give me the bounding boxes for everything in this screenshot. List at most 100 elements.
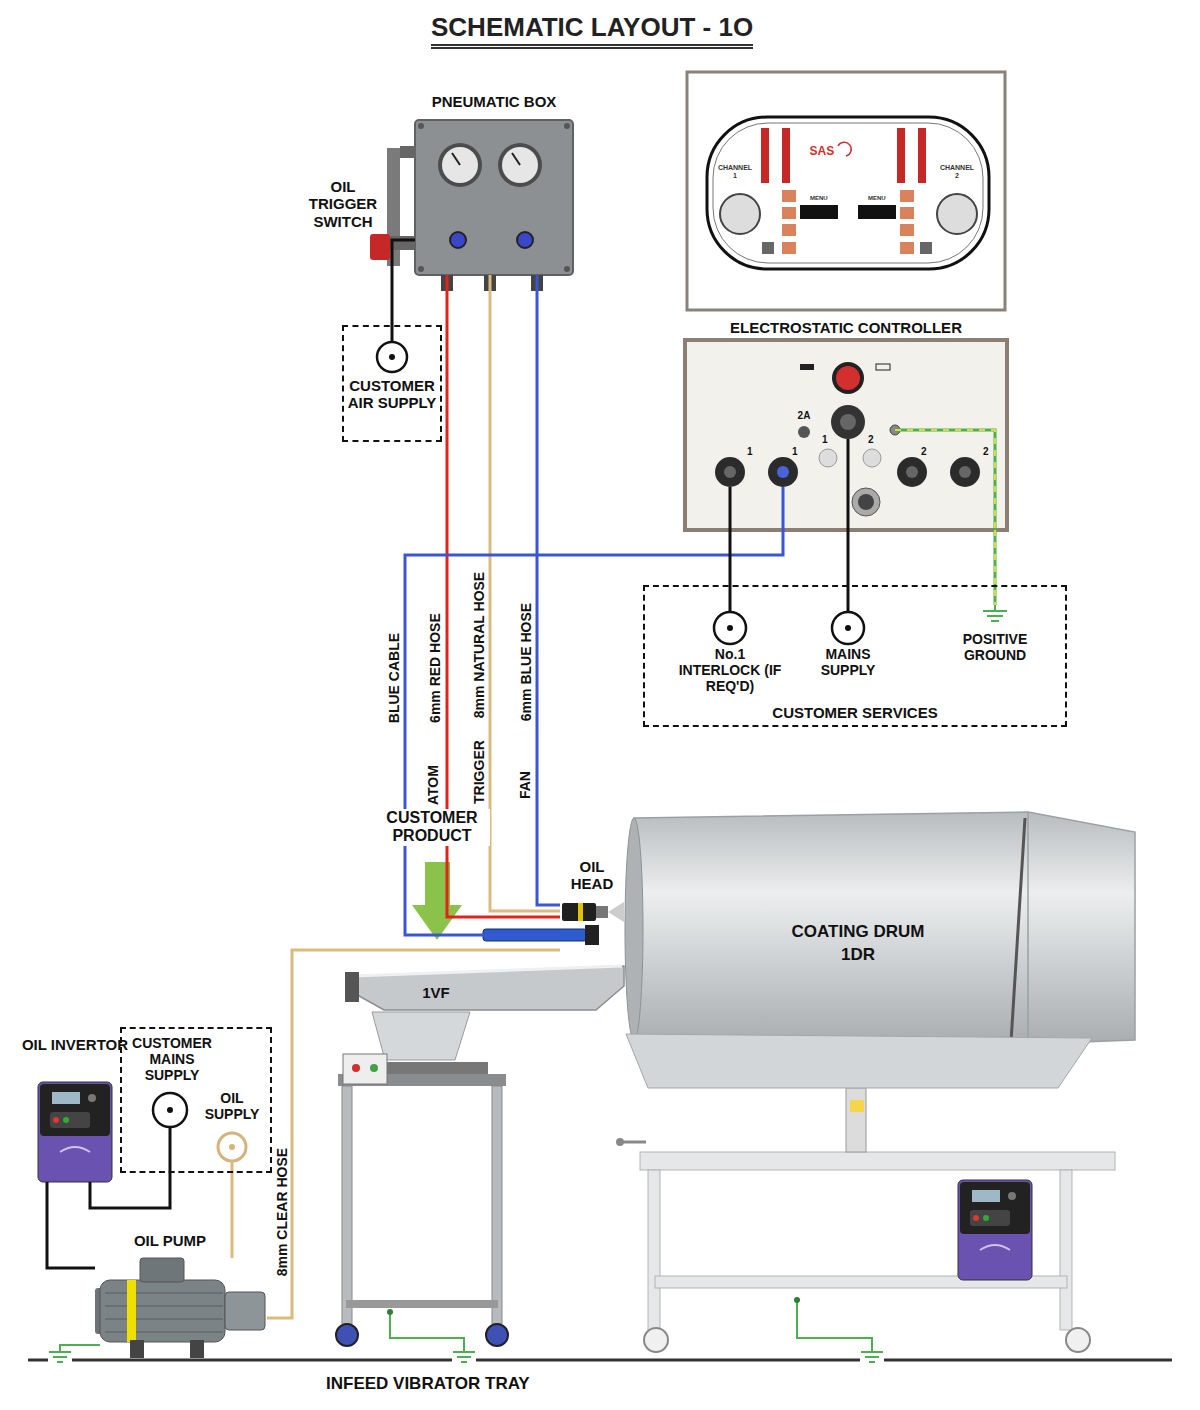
controller-front-drawing <box>800 205 838 219</box>
controller-front-drawing <box>782 190 796 202</box>
pneumatic-box-drawing <box>512 153 520 165</box>
connector <box>848 530 849 612</box>
drum-frame <box>616 1138 624 1146</box>
connector-line <box>729 530 732 612</box>
air-supply-point <box>377 342 407 372</box>
controller-rear-drawing <box>847 439 850 530</box>
node-label: OIL INVERTOR <box>18 1036 132 1053</box>
ground-point: POSITIVE GROUND <box>940 605 1050 671</box>
connector <box>232 1165 233 1258</box>
product-arrow <box>412 862 462 940</box>
service-symbols <box>727 625 733 631</box>
controller-front-drawing <box>937 194 977 234</box>
pneumatic-box-drawing <box>517 232 533 248</box>
node-label: 1DR <box>763 945 953 965</box>
annotation-label: CHANNEL 2 <box>939 164 975 180</box>
oil-supply: OIL SUPPLY <box>199 1090 265 1165</box>
ground-wiring <box>390 1312 464 1352</box>
oil-supply-point <box>218 1133 246 1161</box>
mains-supply-box: CUSTOMER MAINS SUPPLYOIL SUPPLY <box>120 1027 272 1173</box>
drum-frame <box>958 1180 1032 1280</box>
oil-head: OIL HEAD <box>560 858 624 958</box>
controller-front-drawing <box>687 72 1005 310</box>
connector-line <box>405 530 783 935</box>
pneumatic-box-drawing <box>452 153 460 165</box>
drum-frame <box>1066 1328 1090 1352</box>
controller-front-drawing <box>762 242 774 254</box>
coating-drum-drawing <box>625 818 643 1040</box>
spray-gun <box>562 903 596 921</box>
connector <box>405 530 783 935</box>
controller-front-drawing <box>782 224 796 236</box>
annotation-label: 2 <box>921 446 927 458</box>
controller-rear-drawing <box>895 430 995 530</box>
feeder-stand <box>346 1300 498 1308</box>
ground-wiring <box>49 1352 71 1362</box>
controller-rear-drawing <box>819 449 837 467</box>
node-label: ELECTROSTATIC CONTROLLER <box>687 319 1005 336</box>
service-point: No.1 INTERLOCK (IF REQ'D) <box>678 612 782 698</box>
controller-front-drawing <box>713 123 983 263</box>
service-symbols <box>714 612 746 644</box>
oil-pump-drawing <box>105 1293 223 1332</box>
feeder-stand <box>370 1064 378 1072</box>
service-symbols <box>832 612 864 644</box>
node-label: OIL HEAD <box>562 858 622 893</box>
connector-stripe <box>994 530 996 605</box>
controller-front-drawing <box>900 207 914 219</box>
controller-front-drawing <box>897 128 905 183</box>
oil-pump-drawing <box>127 1280 136 1342</box>
node-label: PNEUMATIC BOX <box>395 93 593 110</box>
coating-drum-drawing <box>1010 818 1025 1058</box>
controller-rear-drawing <box>876 364 890 370</box>
ground-wiring <box>797 1300 872 1352</box>
node-label: 2A <box>789 410 819 422</box>
controller-front-drawing <box>782 128 790 183</box>
feeder-stand <box>336 1324 358 1346</box>
controller-front-drawing <box>900 190 914 202</box>
annotation-label: 1 <box>822 434 828 446</box>
coating-drum-drawing <box>626 1034 1092 1088</box>
controller-rear-drawing <box>685 340 1007 530</box>
feeder-stand <box>372 1012 470 1060</box>
controller-front-drawing <box>918 128 926 183</box>
pneumatic-box: PNEUMATIC BOX <box>415 120 573 275</box>
connector-line <box>231 1165 234 1258</box>
ground-wiring <box>453 1352 475 1362</box>
node-label: MAINS SUPPLY <box>800 646 896 678</box>
spray-gun <box>585 925 599 945</box>
mains-point <box>153 1093 187 1127</box>
controller-rear-drawing <box>685 340 1007 530</box>
ground-wiring <box>28 1297 1172 1362</box>
mains-point <box>167 1107 173 1113</box>
feeder-stand <box>352 1064 360 1072</box>
controller-front-drawing <box>838 142 851 156</box>
connector-line <box>490 275 560 911</box>
pneumatic-box-drawing <box>498 143 542 187</box>
connector <box>90 1173 170 1208</box>
feeder-trough <box>354 966 622 976</box>
controller-rear-drawing <box>959 466 971 478</box>
spray-gun <box>596 906 608 918</box>
hose-label: 6mm RED HOSE <box>427 613 443 723</box>
feeder-stand <box>342 1086 352 1324</box>
controller-rear-drawing <box>724 466 736 478</box>
connector <box>47 1182 95 1268</box>
drum-frame <box>1060 1170 1072 1330</box>
controller-rear: 2A <box>685 340 1007 530</box>
coating-drum-drawing <box>1027 812 1029 1044</box>
product-arrow <box>412 862 462 940</box>
pneumatic-box-drawing <box>502 147 538 183</box>
connector <box>267 950 560 1318</box>
spray-gun <box>578 903 583 921</box>
service-symbols <box>845 625 851 631</box>
service-symbols <box>983 610 1007 612</box>
services-box: CUSTOMER SERVICESNo.1 INTERLOCK (IF REQ'… <box>643 585 1067 727</box>
pneumatic-box-drawing <box>415 120 573 275</box>
annotation-label: ATOM <box>425 765 441 805</box>
controller-rear-drawing <box>782 487 785 530</box>
controller-rear-drawing <box>777 466 789 478</box>
mains-point <box>169 1127 172 1173</box>
coating-drum-drawing <box>625 812 1135 1088</box>
